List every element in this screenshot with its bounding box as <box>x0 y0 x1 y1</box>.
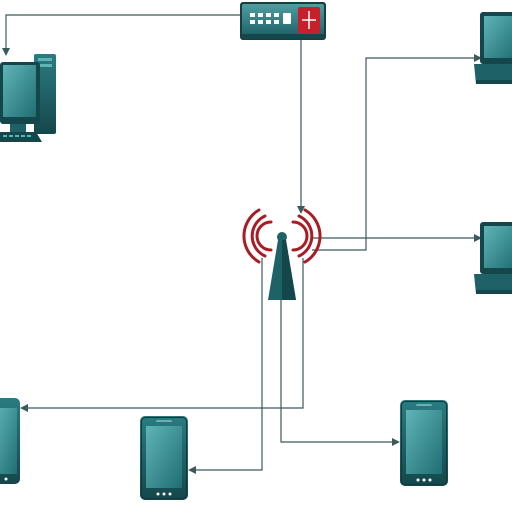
desktop-computer-icon <box>0 54 56 142</box>
connector-ap-phone-center <box>194 258 263 471</box>
router-icon <box>240 2 326 40</box>
connector-ap-laptop-top <box>312 57 476 251</box>
laptop-icon <box>474 222 512 294</box>
smartphone-icon <box>0 398 20 484</box>
smartphone-icon <box>400 400 448 486</box>
arrowhead-access-point <box>297 206 305 214</box>
connector-router-desktop <box>5 14 241 50</box>
connector-ap-phone-right <box>280 300 394 443</box>
wireless-access-point-icon <box>242 208 322 300</box>
arrowhead-phone-right <box>392 438 400 446</box>
arrowhead-phone-center <box>188 466 196 474</box>
smartphone-icon <box>140 416 188 500</box>
connection-lines <box>2 14 482 474</box>
arrowhead-laptop-middle <box>474 234 482 242</box>
arrowhead-laptop-top <box>474 54 482 62</box>
connector-ap-phone-left <box>26 258 304 409</box>
laptop-icon <box>474 12 512 84</box>
arrowhead-desktop <box>2 48 10 56</box>
arrowhead-phone-left <box>20 404 28 412</box>
